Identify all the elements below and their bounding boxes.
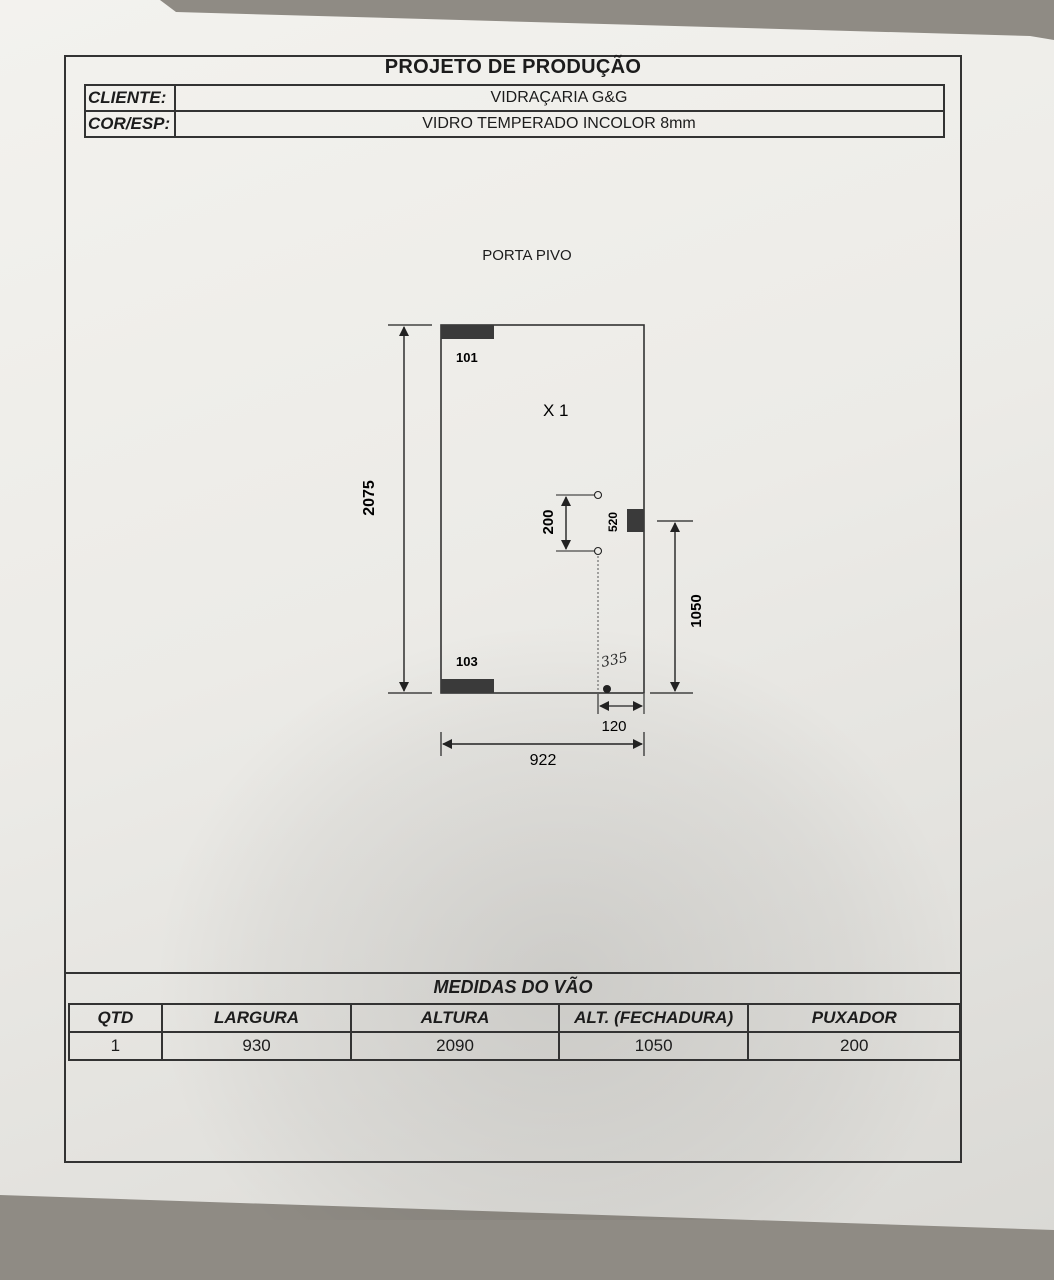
medidas-table: QTD LARGURA ALTURA ALT. (FECHADURA) PUXA… <box>68 1003 961 1061</box>
header-divider-bottom <box>84 136 944 138</box>
document-title: PROJETO DE PRODUÇÃO <box>384 56 642 78</box>
header-label-divider <box>174 84 176 138</box>
pivot-point <box>603 685 611 693</box>
quantity-mark: X 1 <box>543 401 569 420</box>
handle-hole-bottom <box>593 546 603 556</box>
cell-alt-fechadura: 1050 <box>557 1031 750 1061</box>
header-divider-top <box>84 84 944 86</box>
glass-panel <box>440 324 645 694</box>
handwritten-note: 335 <box>600 650 630 671</box>
header-right-border <box>943 84 945 138</box>
cliente-value: VIDRAÇARIA G&G <box>490 89 628 106</box>
bottom-hardware-code: 103 <box>456 654 478 669</box>
coresp-label: COR/ESP: <box>88 114 171 133</box>
cell-puxador: 200 <box>747 1031 961 1061</box>
coresp-value: VIDRO TEMPERADO INCOLOR 8mm <box>422 115 696 132</box>
top-hardware-code: 101 <box>456 350 478 365</box>
handle-spacing-label: 200 <box>540 509 557 534</box>
pivot-offset-label: 120 <box>601 718 626 735</box>
cell-altura: 2090 <box>350 1031 560 1061</box>
top-pivot-hardware <box>441 325 494 339</box>
header-divider-middle <box>84 110 944 112</box>
medidas-header-row: QTD LARGURA ALTURA ALT. (FECHADURA) PUXA… <box>68 1003 961 1033</box>
header-alt-fechadura: ALT. (FECHADURA) <box>557 1003 750 1033</box>
medidas-title: MEDIDAS DO VÃO <box>433 977 593 997</box>
cell-qtd: 1 <box>68 1031 163 1061</box>
product-name: PORTA PIVO <box>482 247 572 264</box>
header-qtd: QTD <box>68 1003 163 1033</box>
width-dimension-label: 922 <box>530 752 557 769</box>
header-puxador: PUXADOR <box>747 1003 961 1033</box>
height-dimension-label: 2075 <box>361 480 378 516</box>
lock-height-label: 1050 <box>688 594 705 627</box>
header-altura: ALTURA <box>350 1003 560 1033</box>
cliente-label: CLIENTE: <box>88 88 167 107</box>
header-largura: LARGURA <box>160 1003 353 1033</box>
document-frame <box>64 55 962 1163</box>
cell-largura: 930 <box>160 1031 353 1061</box>
lock-hardware <box>627 509 644 532</box>
medidas-divider <box>66 972 960 974</box>
bottom-pivot-hardware <box>441 679 494 693</box>
handle-hole-top <box>593 490 603 500</box>
lock-code-label: 520 <box>606 512 620 532</box>
medidas-data-row: 1 930 2090 1050 200 <box>68 1031 961 1061</box>
header-left-border <box>84 84 86 138</box>
